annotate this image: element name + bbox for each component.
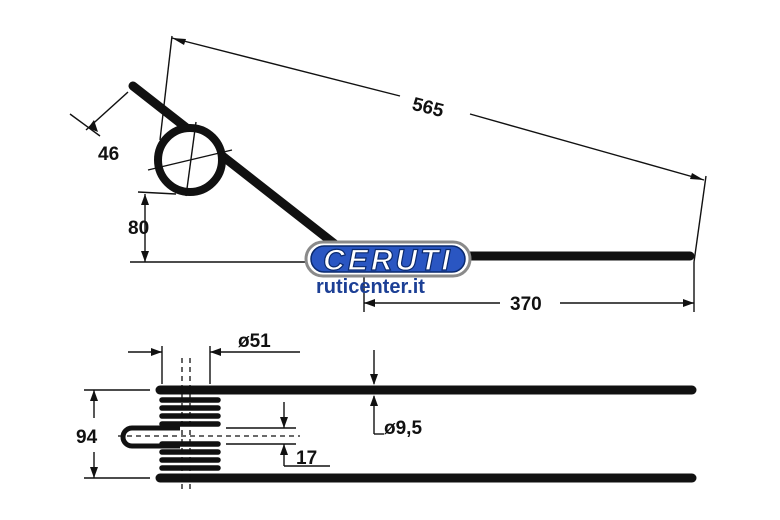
dim-46-label: 46 [98, 144, 119, 165]
dim-95-arrow-bottom [370, 395, 378, 406]
dim-565-arrow-left [172, 38, 186, 45]
dim-17-arrow-top [280, 417, 288, 428]
dim-565-label: 565 [410, 94, 446, 122]
coil-center-line [185, 121, 197, 197]
dim-51-label: ø51 [238, 331, 271, 352]
dim-46-arrow [88, 120, 98, 132]
ceruti-logo-text: CERUTI [323, 244, 453, 277]
dim-370-arrow-right [683, 299, 694, 307]
dim-94-label: 94 [76, 427, 98, 448]
ceruti-watermark: CERUTI ruticenter.it [304, 240, 472, 298]
dim-565-ext-left [159, 35, 173, 141]
dim-80-arrow-top [141, 194, 149, 205]
dim-94-arrow-top [90, 390, 98, 401]
dim-565-arrow-right [690, 173, 704, 180]
dim-370-arrow-left [364, 299, 375, 307]
ceruti-logo-inner [310, 245, 466, 273]
plan-view: ø51 94 ø9,5 17 [76, 331, 697, 492]
dim-80-ext [137, 191, 177, 195]
dim-95-arrow-top [370, 374, 378, 385]
dim-565-ext-right [693, 175, 707, 263]
dim-51-arrow-left [151, 348, 162, 356]
dim-565-line-a [171, 37, 401, 97]
u-bend-loop [120, 425, 180, 449]
ceruti-site-text: ruticenter.it [316, 276, 425, 298]
dim-565-line-b [469, 113, 705, 181]
dim-94-arrow-bottom [90, 467, 98, 478]
dim-80-arrow-bottom [141, 251, 149, 262]
dim-80-label: 80 [128, 218, 149, 239]
dim-370-label: 370 [510, 294, 542, 315]
dim-17-label: 17 [296, 448, 317, 469]
dim-17-arrow-bottom [280, 444, 288, 455]
dim-46-line [69, 113, 101, 137]
dim-95-label: ø9,5 [384, 418, 422, 439]
dim-51-arrow-right [210, 348, 221, 356]
coil-center-line [147, 149, 233, 171]
